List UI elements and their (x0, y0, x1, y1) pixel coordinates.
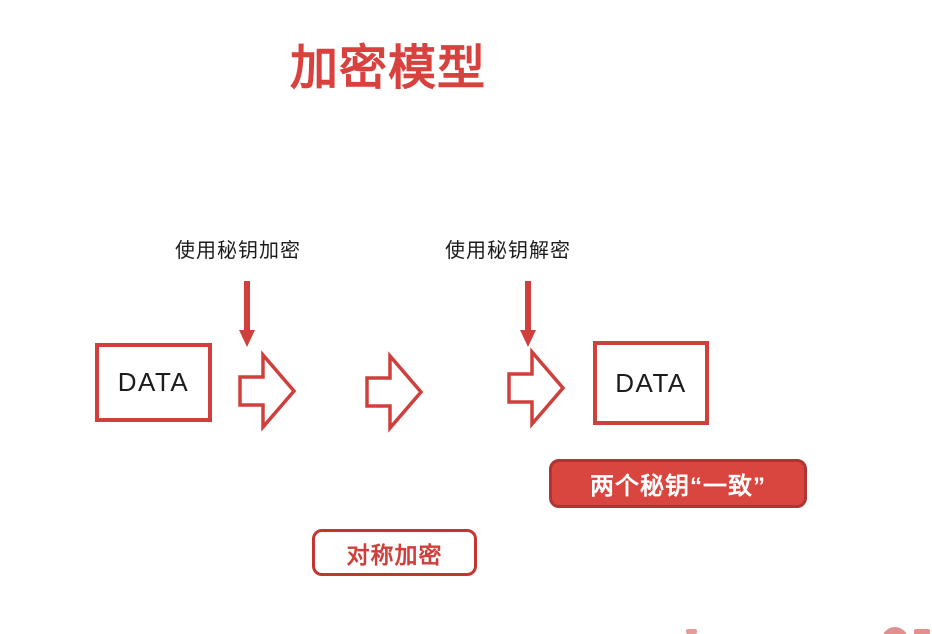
data-box-label: DATA (117, 367, 190, 397)
data-box-label: DATA (615, 367, 687, 398)
key-match-badge-label: 两个秘钥“一致” (590, 473, 766, 500)
key-match-badge: 两个秘钥“一致” (549, 459, 807, 508)
block-arrow-right-icon (507, 347, 566, 429)
symmetric-encryption-box: 对称加密 (312, 529, 477, 576)
block-arrow-right-icon (238, 350, 297, 432)
encrypt-step-label: 使用秘钥加密 (175, 240, 301, 262)
data-box-plaintext: DATA (95, 343, 212, 422)
watermark-fragment (686, 629, 697, 634)
data-box-decrypted: DATA (593, 341, 709, 425)
watermark-fragment (914, 629, 930, 634)
down-arrow-icon (520, 281, 536, 347)
watermark-logo-fragment (882, 627, 908, 634)
decrypt-step-label: 使用秘钥解密 (445, 240, 571, 262)
block-arrow-right-icon (365, 351, 424, 433)
slide-title: 加密模型 (290, 42, 487, 95)
symmetric-encryption-label: 对称加密 (346, 541, 443, 568)
down-arrow-icon (239, 281, 255, 347)
